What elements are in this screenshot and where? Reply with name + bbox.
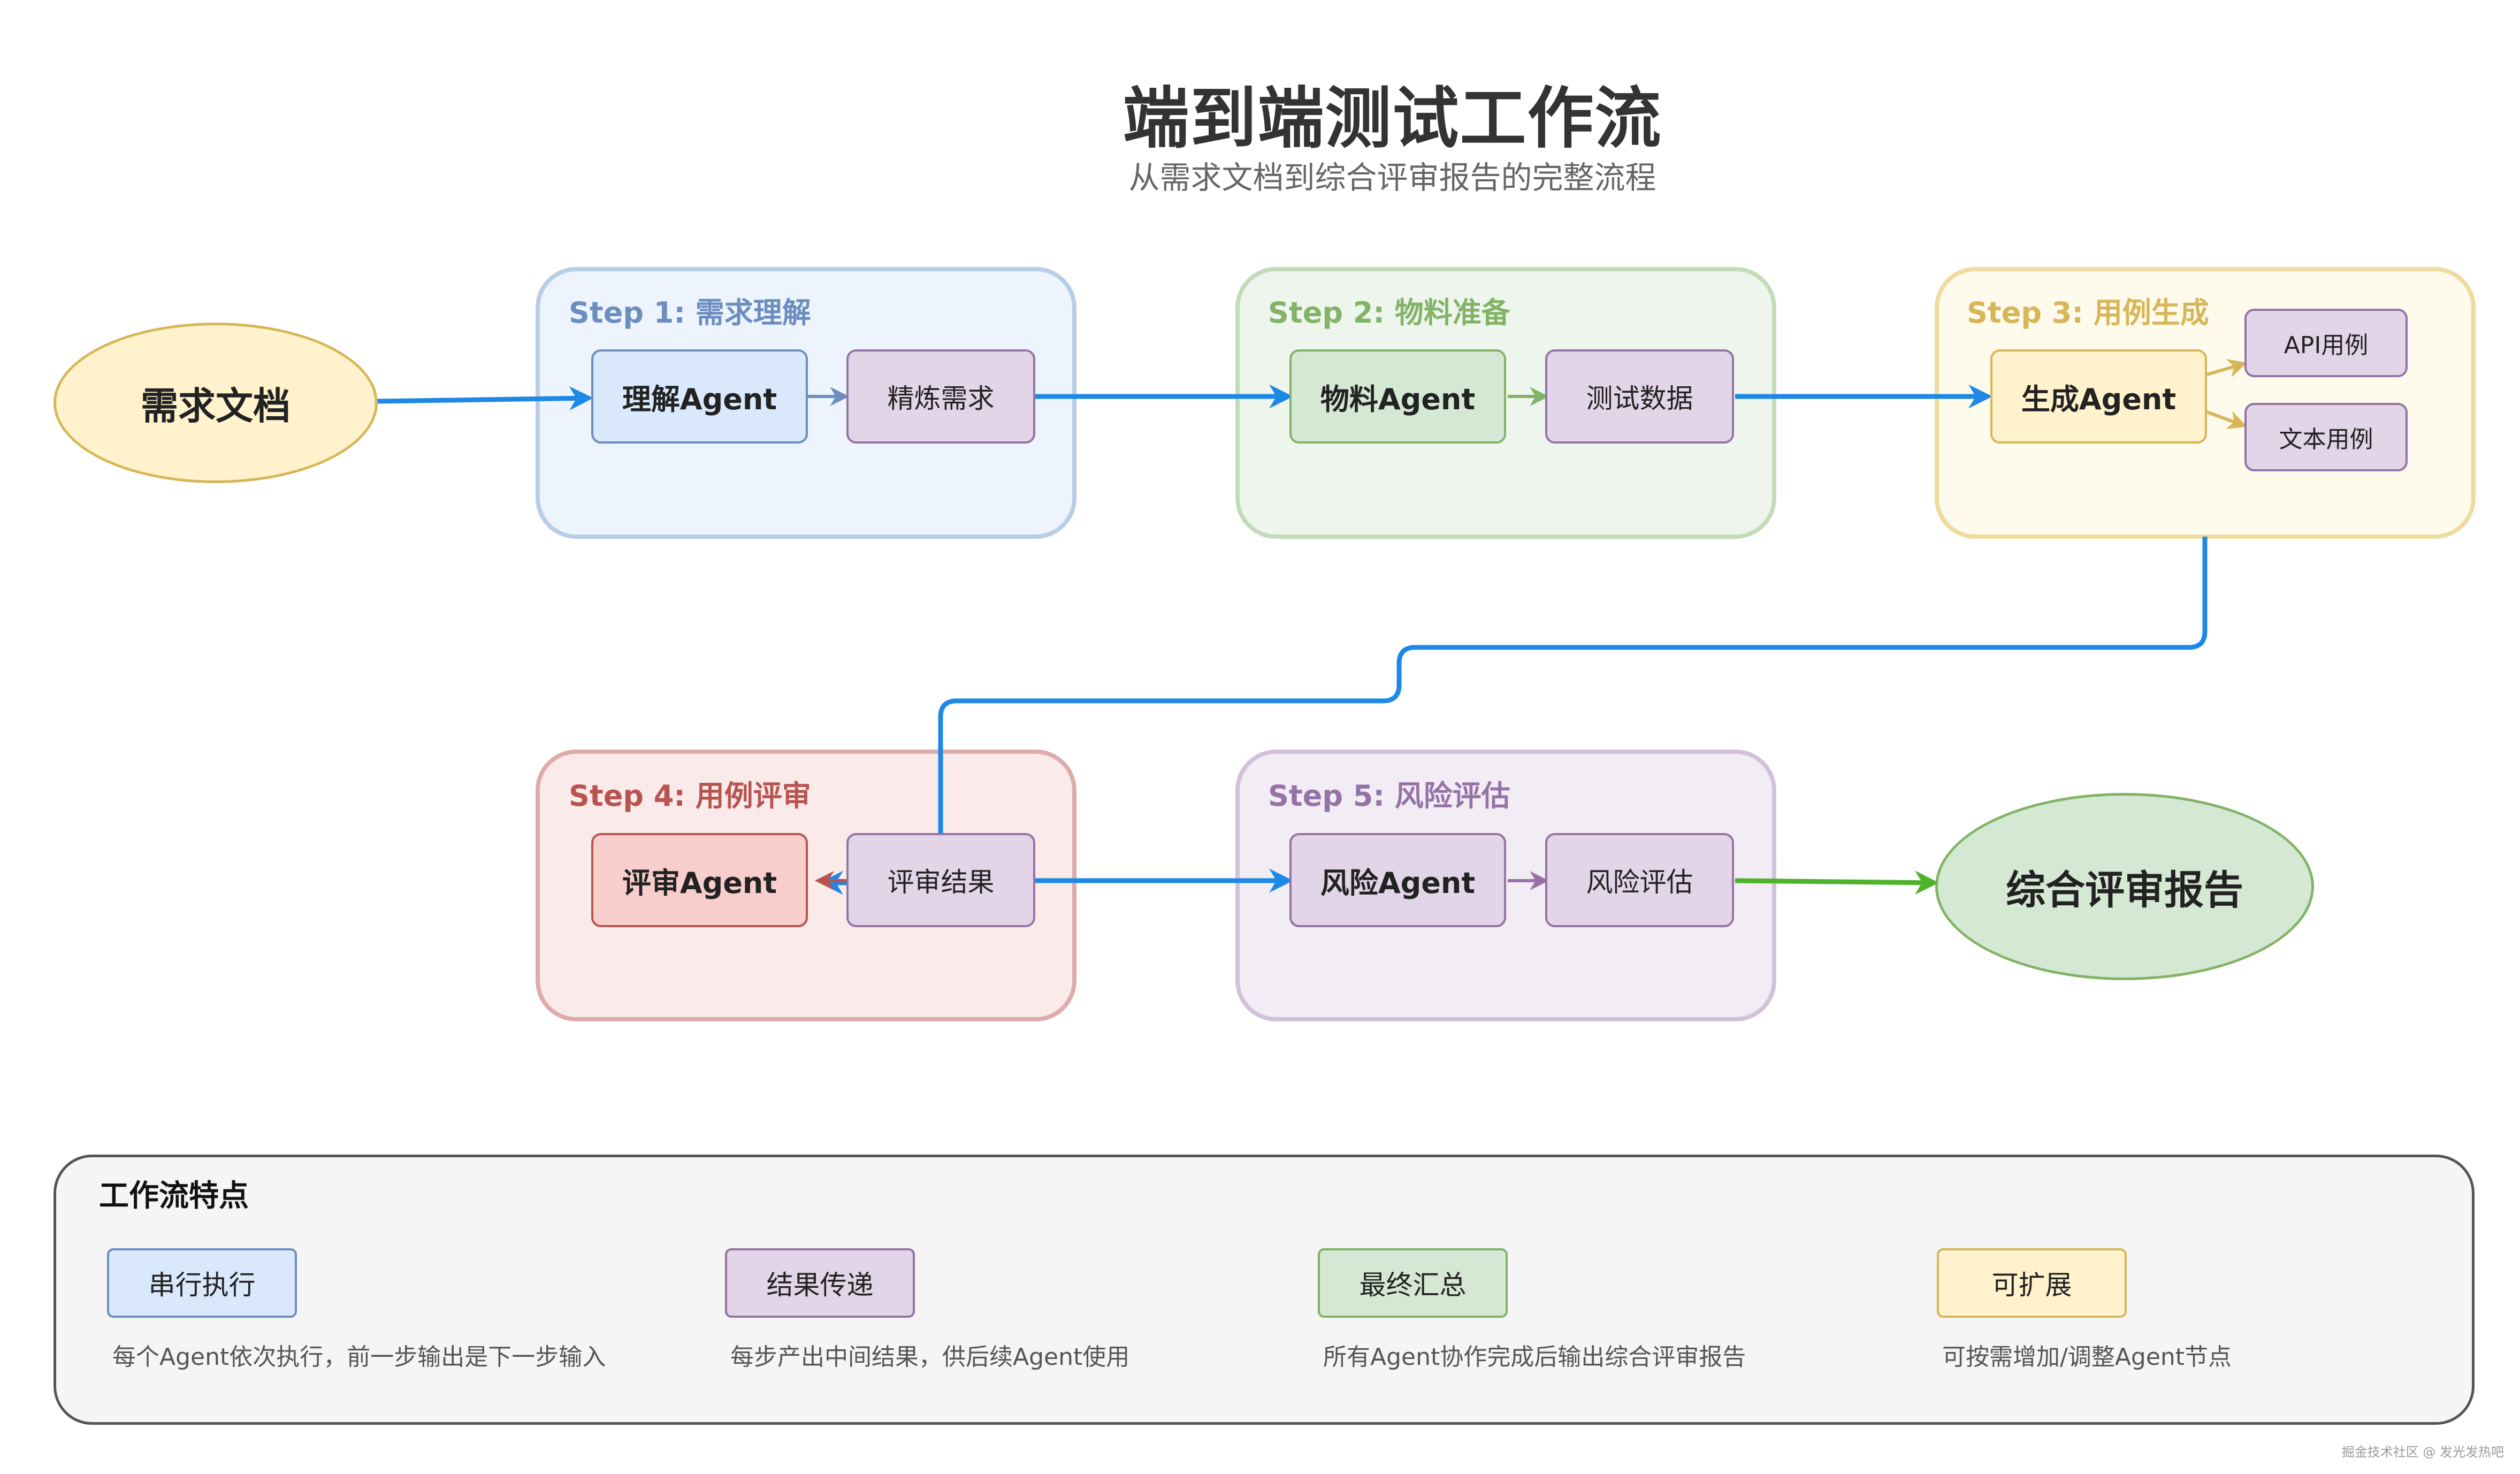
edge-agent3-to-text xyxy=(2206,410,2247,429)
feature-badge-final-summary: 最终汇总 xyxy=(1318,1248,1508,1318)
end-node-review-report: 综合评审报告 xyxy=(1935,793,2314,980)
feature-desc-result-passing: 每步产出中间结果，供后续Agent使用 xyxy=(730,1343,1130,1371)
step3-agent-node: 生成Agent xyxy=(1990,349,2207,444)
edge-step5-to-report xyxy=(1735,870,1939,895)
step1-agent-node: 理解Agent xyxy=(591,349,808,444)
step1-label: Step 1: 需求理解 xyxy=(569,296,811,330)
feature-badge-extensible: 可扩展 xyxy=(1937,1248,2127,1318)
step5-output-node: 风险评估 xyxy=(1545,833,1734,927)
feature-desc-final-summary: 所有Agent协作完成后输出综合评审报告 xyxy=(1323,1343,1746,1371)
step3-label: Step 3: 用例生成 xyxy=(1967,296,2209,330)
step4-output-node: 评审结果 xyxy=(846,833,1035,927)
start-node-requirement-doc: 需求文档 xyxy=(54,323,378,483)
page-subtitle: 从需求文档到综合评审报告的完整流程 xyxy=(1128,159,1656,196)
watermark-text: 掘金技术社区 @ 发光发热吧 xyxy=(2341,1445,2504,1460)
step1-output-node: 精炼需求 xyxy=(846,349,1035,444)
step4-agent-node: 评审Agent xyxy=(591,833,808,927)
feature-desc-extensible: 可按需增加/调整Agent节点 xyxy=(1942,1343,2232,1371)
step4-label: Step 4: 用例评审 xyxy=(569,779,811,813)
step3-api-case-node: API用例 xyxy=(2244,309,2408,377)
features-title: 工作流特点 xyxy=(99,1179,249,1213)
edge-doc-to-step1 xyxy=(377,386,593,411)
step2-output-node: 测试数据 xyxy=(1545,349,1734,444)
feature-badge-result-passing: 结果传递 xyxy=(725,1248,915,1318)
step3-text-case-node: 文本用例 xyxy=(2244,403,2408,471)
page-title: 端到端测试工作流 xyxy=(1122,80,1662,157)
step2-label: Step 2: 物料准备 xyxy=(1268,296,1510,330)
feature-badge-serial: 串行执行 xyxy=(107,1248,297,1318)
step2-agent-node: 物料Agent xyxy=(1289,349,1506,444)
step5-label: Step 5: 风险评估 xyxy=(1268,779,1510,813)
edge-agent3-to-api xyxy=(2206,358,2247,378)
feature-desc-serial: 每个Agent依次执行，前一步输出是下一步输入 xyxy=(112,1343,606,1371)
step5-agent-node: 风险Agent xyxy=(1289,833,1506,927)
